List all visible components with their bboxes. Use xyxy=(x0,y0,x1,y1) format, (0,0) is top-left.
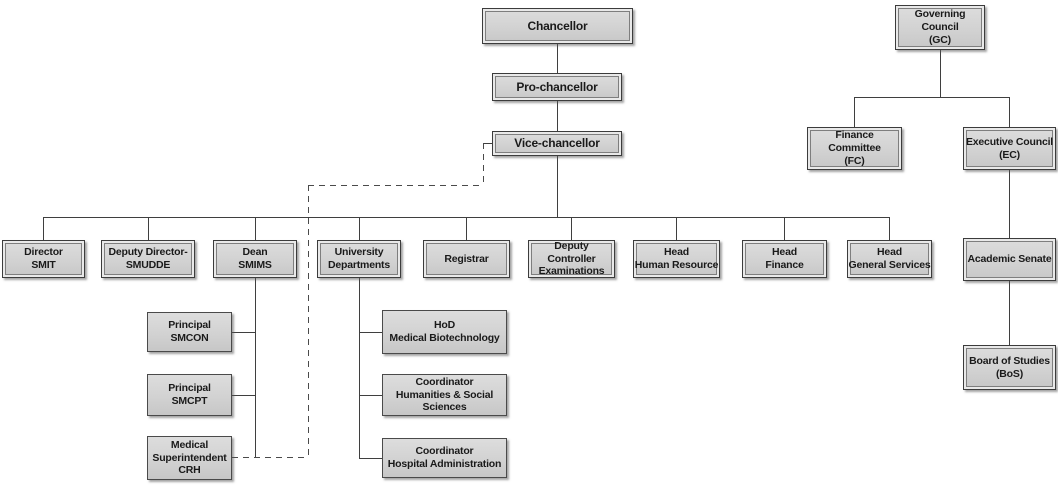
connector-line xyxy=(676,217,677,240)
org-node-label: Finance Committee (FC) xyxy=(828,129,881,167)
connector-line xyxy=(557,156,558,217)
org-node-chancellor: Chancellor xyxy=(482,8,633,44)
org-node-finance-committee: Finance Committee (FC) xyxy=(807,127,902,170)
org-node-label: Coordinator Humanities & Social Sciences xyxy=(395,375,494,414)
connector-line xyxy=(1009,170,1010,238)
org-node-label: HoD Medical Biotechnology xyxy=(389,319,500,344)
org-node-label: Head Finance xyxy=(765,246,804,271)
org-node-label: Deputy Director- SMUDDE xyxy=(108,246,188,271)
connector-line xyxy=(359,395,382,396)
connector-line-dashed xyxy=(308,185,309,457)
org-node-deputy-director-smudde: Deputy Director- SMUDDE xyxy=(101,240,195,278)
org-node-label: Board of Studies (BoS) xyxy=(969,354,1050,380)
org-node-label: Pro-chancellor xyxy=(516,79,598,94)
connector-line xyxy=(1009,97,1010,127)
org-node-label: Governing Council (GC) xyxy=(914,8,966,46)
connector-line xyxy=(359,332,382,333)
org-node-label: Director SMIT xyxy=(24,246,63,271)
connector-line xyxy=(571,217,572,240)
connector-line xyxy=(557,44,558,73)
org-node-label: Academic Senate xyxy=(967,253,1052,266)
connector-line-dashed xyxy=(308,185,484,186)
connector-line xyxy=(889,217,890,240)
connector-line xyxy=(940,50,941,97)
connector-line xyxy=(854,97,1010,98)
org-node-label: Principal SMCPT xyxy=(168,382,211,407)
connector-line xyxy=(232,332,255,333)
org-node-head-human-resource: Head Human Resource xyxy=(633,240,720,278)
org-node-label: University Departments xyxy=(328,246,390,271)
connector-line xyxy=(483,143,492,144)
org-node-principal-smcon: Principal SMCON xyxy=(147,312,232,352)
connector-line xyxy=(359,458,382,459)
connector-line xyxy=(43,217,44,240)
org-node-label: Principal SMCON xyxy=(168,319,211,344)
connector-line xyxy=(1009,281,1010,345)
org-node-head-general-services: Head General Services xyxy=(847,240,932,278)
connector-line-dashed xyxy=(483,143,484,185)
connector-line xyxy=(784,217,785,240)
connector-line xyxy=(255,278,256,457)
connector-line xyxy=(148,217,149,240)
org-node-label: Medical Superintendent CRH xyxy=(152,438,227,477)
org-node-vice-chancellor: Vice-chancellor xyxy=(492,131,622,156)
org-node-label: Head General Services xyxy=(848,246,931,271)
org-node-registrar: Registrar xyxy=(423,240,510,278)
connector-line xyxy=(557,101,558,131)
org-node-label: Vice-chancellor xyxy=(514,136,600,151)
org-node-label: Head Human Resource xyxy=(634,246,719,271)
org-node-coordinator-hospital-administration: Coordinator Hospital Administration xyxy=(382,438,507,478)
connector-line-dashed xyxy=(232,457,309,458)
org-node-deputy-controller-examinations: Deputy Controller Examinations xyxy=(528,240,615,278)
org-node-label: Dean SMIMS xyxy=(238,246,272,271)
org-node-dean-smims: Dean SMIMS xyxy=(213,240,297,278)
org-node-label: Deputy Controller Examinations xyxy=(538,239,605,278)
org-node-director-smit: Director SMIT xyxy=(2,240,85,278)
org-node-pro-chancellor: Pro-chancellor xyxy=(492,73,622,101)
org-node-label: Chancellor xyxy=(527,18,588,33)
connector-line xyxy=(359,217,360,240)
org-node-head-finance: Head Finance xyxy=(742,240,827,278)
org-node-label: Registrar xyxy=(444,252,489,265)
connector-line xyxy=(232,395,255,396)
org-node-university-departments: University Departments xyxy=(317,240,401,278)
org-node-academic-senate: Academic Senate xyxy=(963,238,1056,281)
org-node-executive-council: Executive Council (EC) xyxy=(963,127,1056,170)
connector-line xyxy=(466,217,467,240)
org-node-label: Executive Council (EC) xyxy=(965,135,1054,161)
org-node-medical-superintendent-crh: Medical Superintendent CRH xyxy=(147,436,232,480)
connector-line xyxy=(255,217,256,240)
org-node-label: Coordinator Hospital Administration xyxy=(387,445,502,470)
connector-line xyxy=(359,278,360,458)
connector-line xyxy=(854,97,855,127)
org-node-governing-council: Governing Council (GC) xyxy=(895,5,985,50)
org-node-principal-smcpt: Principal SMCPT xyxy=(147,374,232,416)
org-node-coordinator-humanities-social-sciences: Coordinator Humanities & Social Sciences xyxy=(382,374,507,416)
org-node-board-of-studies: Board of Studies (BoS) xyxy=(963,345,1056,390)
org-node-hod-medical-biotechnology: HoD Medical Biotechnology xyxy=(382,310,507,354)
